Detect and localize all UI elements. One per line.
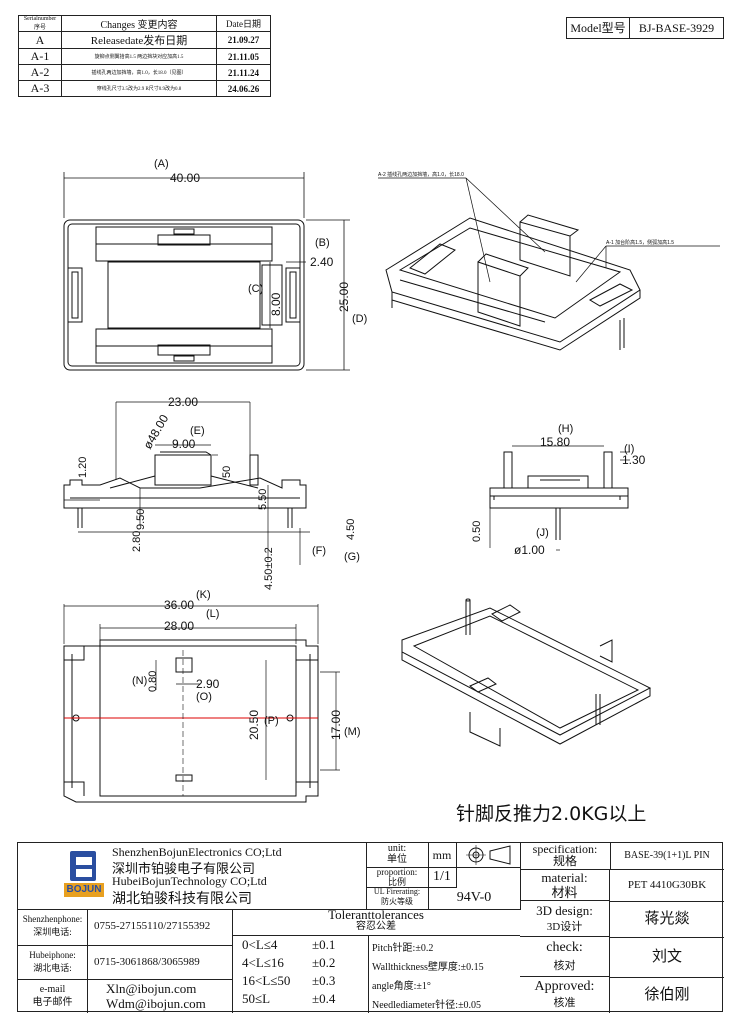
contact-sz: Shenzhenphone:深圳电话: 0755-27155110/271553…	[18, 909, 233, 946]
company-en-2: HubeiBojunTechnology CO;Ltd	[112, 874, 267, 888]
dim-290: 2.90	[196, 677, 220, 691]
dim-label-k: (K)	[196, 589, 211, 601]
tolerance-notes: Pitch针距:±0.2 Wallthickness壁厚度:±0.15 angl…	[372, 943, 484, 1011]
spec-label: specification:规格	[520, 843, 611, 870]
pin-force-note: 针脚反推力2.0KG以上	[456, 803, 647, 825]
fire-value: 94V-0	[456, 890, 492, 905]
dim-450pm: 4.50±0.2	[263, 547, 275, 590]
tolerance-ranges: 0<L≤4 ±0.1 4<L≤16 ±0.2 16<L≤50 ±0.3 50≤L…	[232, 935, 369, 1013]
check-label: check:核对	[520, 937, 610, 977]
rev-change: Releasedate发布日期	[61, 31, 217, 49]
design-value: 蒋光燚	[610, 901, 724, 938]
note-a1: A-1 加台阶高1.5，侧弧加高1.5	[606, 239, 674, 246]
projection-symbol	[456, 843, 520, 868]
bottom-view	[63, 639, 319, 803]
dim-50: 50	[221, 466, 233, 478]
dim-900: 9.00	[172, 437, 196, 451]
company-cn-2: 湖北铂骏科技有限公司	[112, 892, 252, 907]
rev-no: A-1	[18, 48, 62, 65]
proportion-value: 1/1	[428, 867, 457, 888]
dim-r48: ø48.00	[140, 412, 171, 452]
dim-130: 1.30	[622, 453, 646, 467]
dim-label-b: (B)	[315, 237, 330, 249]
dim-label-a: (A)	[154, 158, 169, 170]
email-2[interactable]: Wdm@ibojun.com	[106, 996, 206, 1011]
top-view	[63, 219, 305, 371]
title-block: BOJUN ShenzhenBojunElectronics CO;Ltd 深圳…	[17, 842, 724, 1013]
model-label: Model型号	[567, 18, 630, 38]
iso-view-bottom	[401, 598, 652, 747]
tolerance-title: Toleranttolerances 容忍公差	[232, 908, 520, 936]
dim-label-d: (D)	[352, 313, 367, 325]
dim-label-f: (F)	[312, 545, 326, 557]
proportion-label: proportion:比例	[366, 867, 429, 888]
spec-value: BASE-39(1+1)L PIN	[610, 843, 724, 870]
dim-40: 40.00	[170, 171, 200, 185]
dim-label-l: (L)	[206, 608, 219, 620]
drawing-area: (A) 40.00 (B) 2.40 (C) 8.00 25.00 (D) A-…	[63, 158, 720, 803]
revision-table: Serialnumber序号 Changes 变更内容 Date日期 A Rel…	[18, 15, 271, 97]
dim-1700: 17.00	[329, 710, 343, 740]
fire-label: UL Firerating:防火等级	[366, 887, 429, 909]
dim-label-e: (E)	[190, 425, 205, 437]
dim-label-i: (I)	[624, 443, 634, 455]
dim-450: 4.50	[345, 519, 357, 540]
design-label: 3D design:3D设计	[520, 901, 610, 937]
approved-label: Approved:核准	[520, 977, 610, 1013]
dim-label-p: (P)	[264, 715, 279, 727]
material-value: PET 4410G30BK	[610, 869, 724, 902]
dim-950: 9.50	[135, 509, 147, 530]
dim-2500: 25.00	[337, 282, 351, 312]
company-box: BOJUN ShenzhenBojunElectronics CO;Ltd 深圳…	[18, 843, 367, 910]
dim-label-o: (O)	[196, 691, 212, 703]
unit-label: unit:单位	[366, 843, 429, 868]
dim-label-c: (C)	[248, 283, 263, 295]
unit-value: mm	[428, 843, 457, 868]
dim-800: 8.00	[269, 292, 283, 316]
dim-3600: 36.00	[164, 598, 194, 612]
contact-sz-phone: 0755-27155110/27155392	[94, 920, 211, 932]
dim-2800: 28.00	[164, 619, 194, 633]
dim-280: 2.80	[131, 531, 143, 552]
model-box: Model型号 BJ-BASE-3929	[566, 17, 724, 39]
approved-value: 徐伯刚	[644, 987, 690, 1003]
email-1[interactable]: Xln@ibojun.com	[106, 981, 197, 996]
check-value: 刘文	[610, 937, 724, 978]
dim-label-j: (J)	[536, 527, 549, 539]
front-view	[63, 451, 307, 528]
dim-550: 5.50	[257, 489, 269, 510]
dim-d100: ø1.00	[514, 543, 545, 557]
note-a2: A-2 插线孔两边加挡墙，高1.0，长18.0	[378, 171, 464, 178]
dim-label-h: (H)	[558, 423, 573, 435]
dim-240: 2.40	[310, 255, 334, 269]
dim-120: 1.20	[77, 457, 89, 478]
contact-hb: Hubeiphone:湖北电话: 0715-3061868/3065989	[18, 945, 233, 980]
dim-080: 0.80	[147, 671, 159, 692]
contact-hb-phone: 0715-3061868/3065989	[94, 956, 200, 968]
iso-view-top	[385, 214, 641, 351]
company-en-1: ShenzhenBojunElectronics CO;Ltd	[112, 845, 282, 859]
dim-2300: 23.00	[168, 395, 198, 409]
dim-2050: 20.50	[247, 710, 261, 740]
side-view	[489, 451, 629, 540]
company-logo: BOJUN	[60, 849, 108, 901]
company-cn-1: 深圳市铂骏电子有限公司	[112, 861, 256, 876]
model-value: BJ-BASE-3929	[638, 21, 715, 35]
dim-1580: 15.80	[540, 435, 570, 449]
dim-050: 0.50	[471, 521, 483, 542]
dim-label-n: (N)	[132, 675, 147, 687]
rev-date: 24.06.26	[216, 80, 271, 97]
material-label: material:材料	[520, 869, 610, 901]
dim-label-m: (M)	[344, 726, 361, 738]
dim-label-g: (G)	[344, 551, 360, 563]
logo-text: BOJUN	[64, 883, 104, 897]
